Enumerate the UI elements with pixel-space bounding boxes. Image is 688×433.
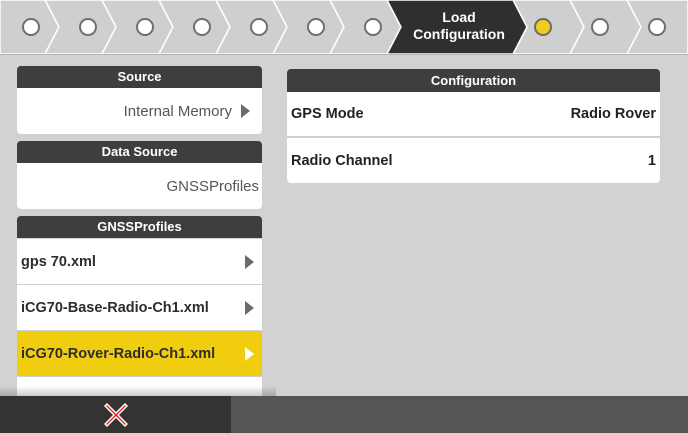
step-4-indicator[interactable]	[193, 18, 211, 36]
step-7-indicator[interactable]	[364, 18, 382, 36]
chevron-right-icon	[241, 104, 250, 118]
step-5-indicator[interactable]	[250, 18, 268, 36]
source-value: Internal Memory	[123, 102, 232, 120]
config-row-radio-channel: Radio Channel 1	[287, 138, 660, 183]
active-step-label: Load Configuration	[400, 9, 518, 46]
config-row-gps-mode: GPS Mode Radio Rover	[287, 92, 660, 137]
list-scroll-shadow	[0, 386, 276, 396]
chevron-right-icon	[245, 254, 254, 269]
source-selector[interactable]: Internal Memory	[17, 88, 262, 134]
profile-item-label: iCG70-Base-Radio-Ch1.xml	[21, 299, 209, 316]
data-source-field[interactable]: GNSSProfiles	[17, 163, 262, 209]
step-1-indicator[interactable]	[22, 18, 40, 36]
wizard-step-bar: Load Configuration	[0, 0, 688, 55]
active-step-line1: Load	[442, 9, 476, 25]
step-3-indicator[interactable]	[136, 18, 154, 36]
step-2-indicator[interactable]	[79, 18, 97, 36]
config-label: GPS Mode	[291, 106, 364, 122]
profile-item-gps70[interactable]: gps 70.xml	[17, 239, 262, 285]
step-11-indicator[interactable]	[648, 18, 666, 36]
data-source-value: GNSSProfiles	[166, 177, 259, 195]
step-current-indicator[interactable]	[534, 18, 552, 36]
chevron-right-icon	[245, 300, 254, 315]
config-label: Radio Channel	[291, 152, 393, 169]
profile-item-label: gps 70.xml	[21, 253, 96, 270]
profile-item-rover-radio[interactable]: iCG70-Rover-Radio-Ch1.xml	[17, 331, 262, 377]
source-header: Source	[17, 66, 262, 88]
chevron-right-icon	[245, 346, 254, 361]
profile-item-label: iCG70-Rover-Radio-Ch1.xml	[21, 345, 216, 362]
step-10-indicator[interactable]	[591, 18, 609, 36]
active-step-line2: Configuration	[413, 26, 505, 42]
step-chevrons	[0, 0, 688, 55]
configuration-header: Configuration	[287, 69, 660, 92]
data-source-header: Data Source	[17, 141, 262, 163]
config-value: Radio Rover	[570, 106, 656, 122]
profile-item-base-radio[interactable]: iCG70-Base-Radio-Ch1.xml	[17, 285, 262, 331]
profiles-header: GNSSProfiles	[17, 216, 262, 238]
close-x-icon[interactable]	[103, 402, 129, 428]
step-6-indicator[interactable]	[307, 18, 325, 36]
config-value: 1	[647, 152, 656, 169]
